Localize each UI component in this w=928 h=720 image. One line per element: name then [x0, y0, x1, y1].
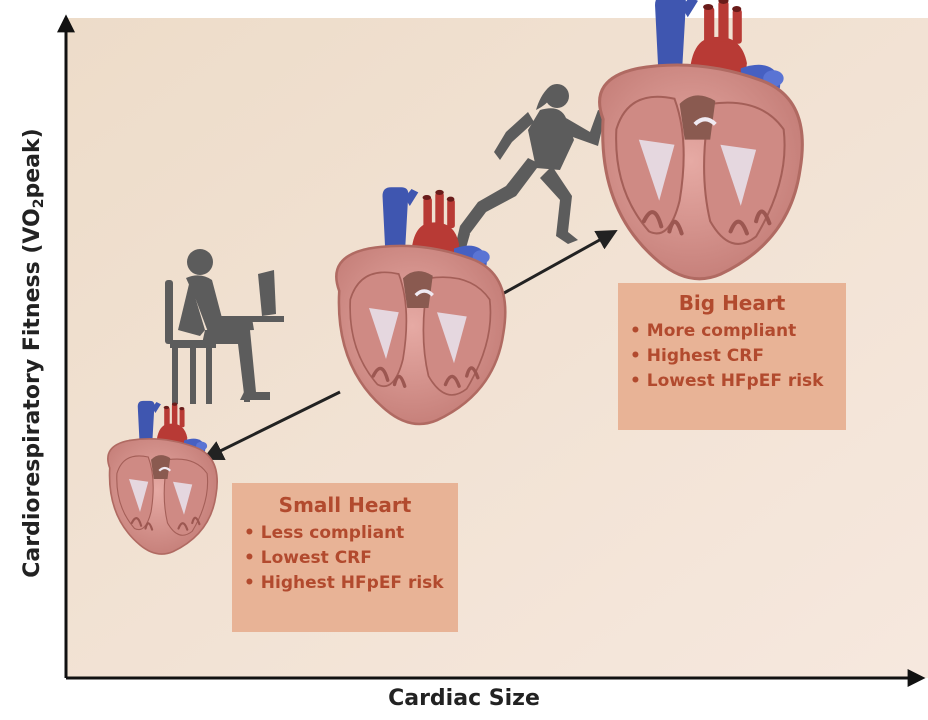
y-axis-label: Cardiorespiratory Fitness (VO2peak) [20, 93, 52, 613]
big-heart-item-risk: • Lowest HFpEF risk [624, 369, 840, 394]
small-heart-item-crf: • Lowest CRF [238, 546, 452, 571]
big-heart-title: Big Heart [624, 291, 840, 315]
big-heart-item-crf: • Highest CRF [624, 344, 840, 369]
y-axis-label-subscript: 2 [31, 198, 47, 208]
big-heart-item-compliant: • More compliant [624, 319, 840, 344]
small-heart-item-risk: • Highest HFpEF risk [238, 571, 452, 596]
x-axis-label: Cardiac Size [0, 686, 928, 711]
y-axis-label-end: peak) [20, 128, 45, 198]
small-heart-info-box: Small Heart • Less compliant • Lowest CR… [232, 483, 458, 632]
big-heart-info-box: Big Heart • More compliant • Highest CRF… [618, 283, 846, 430]
small-heart-title: Small Heart [238, 493, 452, 517]
small-heart-item-compliant: • Less compliant [238, 521, 452, 546]
y-axis-label-main: Cardiorespiratory Fitness (VO [20, 208, 45, 578]
